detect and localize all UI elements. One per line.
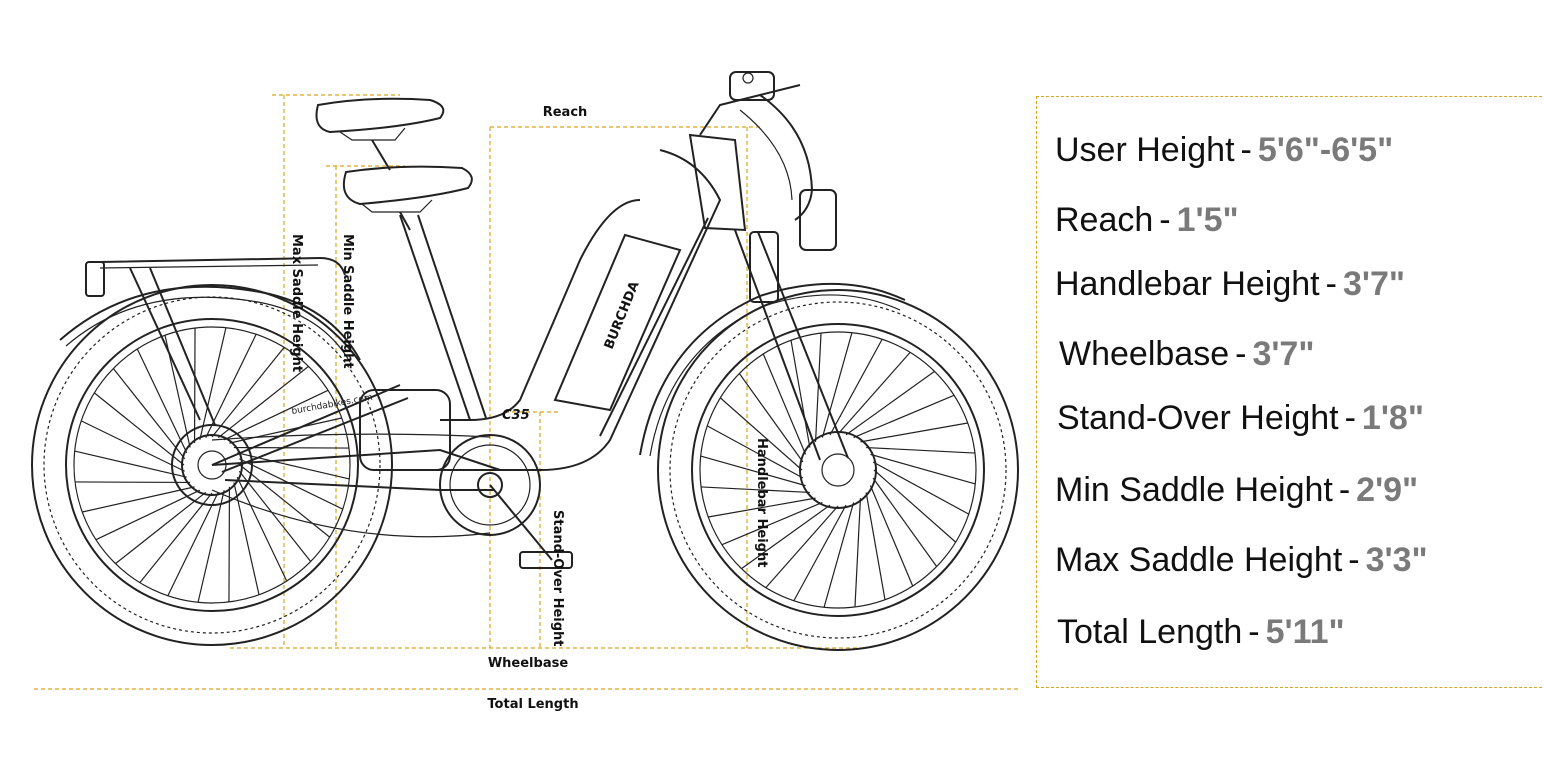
spoke <box>701 486 810 494</box>
spec-value: 1'5" <box>1176 201 1239 239</box>
handlebar-height-label: Handlebar Height <box>754 438 769 567</box>
front-fork <box>734 229 849 461</box>
spoke <box>814 333 822 442</box>
frame <box>211 133 747 491</box>
spec-label: Min Saddle Height <box>1055 471 1333 509</box>
spec-value: 3'3" <box>1365 541 1428 579</box>
spec-max-saddle-height: Max Saddle Height-3'3" <box>1055 541 1428 579</box>
spoke <box>211 346 285 438</box>
spoke <box>217 365 309 439</box>
wheelbase-label: Wheelbase <box>488 656 569 671</box>
saddle-max <box>315 97 445 171</box>
spoke <box>706 425 804 479</box>
spoke <box>80 420 185 472</box>
spec-label: Stand-Over Height <box>1057 399 1339 437</box>
spec-label: Max Saddle Height <box>1055 541 1343 579</box>
spoke <box>823 502 855 608</box>
spoke <box>829 338 883 436</box>
spoke <box>708 497 816 518</box>
spoke <box>112 368 186 460</box>
spec-handlebar-height: Handlebar Height-3'7" <box>1055 265 1405 303</box>
min-saddle-height-label: Min Saddle Height <box>340 234 355 369</box>
spec-total-length: Total Length-5'11" <box>1057 613 1345 651</box>
drivetrain <box>171 424 573 569</box>
spoke <box>197 490 225 603</box>
spec-min-saddle-height: Min Saddle Height-2'9" <box>1055 471 1419 509</box>
spec-panel: User Height-5'6"-6'5" Reach-1'5" Handleb… <box>1036 96 1542 688</box>
stand-over-height-label: Stand-Over Height <box>550 510 565 647</box>
spoke <box>199 327 227 440</box>
spec-value: 1'8" <box>1361 399 1424 437</box>
spoke <box>738 373 804 463</box>
spec-label: Reach <box>1055 201 1154 239</box>
spec-reach: Reach-1'5" <box>1055 201 1239 239</box>
total-length-label: Total Length <box>487 697 578 712</box>
spec-wheelbase: Wheelbase-3'7" <box>1059 335 1315 373</box>
spoke <box>237 452 350 480</box>
spoke <box>223 389 329 441</box>
spoke <box>837 351 911 435</box>
spoke <box>865 492 886 600</box>
spoke <box>700 455 806 487</box>
saddle-min <box>342 165 473 231</box>
spoke <box>167 492 219 597</box>
spec-value: 3'7" <box>1252 335 1315 373</box>
dimension-guides <box>34 94 1018 690</box>
model-text: C35 <box>502 408 530 423</box>
spoke <box>239 464 331 538</box>
spoke <box>873 469 957 543</box>
spoke <box>790 340 811 448</box>
spoke <box>74 450 187 478</box>
front-wheel <box>657 289 1019 651</box>
brand-logo-text: BURCHDA <box>602 279 643 351</box>
spoke <box>139 492 213 584</box>
spoke <box>854 498 862 607</box>
spoke <box>721 501 823 546</box>
spec-value: 3'7" <box>1342 265 1405 303</box>
spec-label: User Height <box>1055 131 1235 169</box>
spoke <box>741 504 831 570</box>
spoke <box>136 348 188 454</box>
spec-user-height: User Height-5'6"-6'5" <box>1055 131 1394 169</box>
rear-rack <box>85 256 346 426</box>
spoke <box>860 422 968 443</box>
rear-wheel <box>31 284 393 646</box>
spoke <box>719 397 803 471</box>
spoke <box>765 505 839 589</box>
spec-stand-over-height: Stand-Over Height-1'8" <box>1057 399 1424 437</box>
spoke <box>845 370 935 436</box>
spoke <box>233 482 260 595</box>
spoke <box>872 461 970 515</box>
spoke <box>821 332 853 438</box>
spec-value: 2'9" <box>1356 471 1419 509</box>
spoke <box>866 446 975 454</box>
spoke <box>870 453 976 485</box>
spoke <box>236 476 288 582</box>
cockpit <box>699 71 837 251</box>
spoke <box>82 486 195 513</box>
spoke <box>762 353 807 455</box>
spec-value: 5'6"-6'5" <box>1257 131 1394 169</box>
spec-label: Wheelbase <box>1059 335 1230 373</box>
reach-label: Reach <box>543 105 588 120</box>
spoke <box>238 470 312 562</box>
spoke <box>115 491 207 565</box>
max-saddle-height-label: Max Saddle Height <box>289 234 304 372</box>
spoke <box>793 504 847 602</box>
spoke <box>95 489 201 541</box>
spoke <box>869 485 914 587</box>
spoke <box>229 417 342 444</box>
spec-label: Total Length <box>1057 613 1243 651</box>
spoke <box>93 392 185 466</box>
spoke <box>872 477 938 567</box>
spec-label: Handlebar Height <box>1055 265 1320 303</box>
spoke <box>853 394 955 439</box>
spec-value: 5'11" <box>1265 613 1345 651</box>
